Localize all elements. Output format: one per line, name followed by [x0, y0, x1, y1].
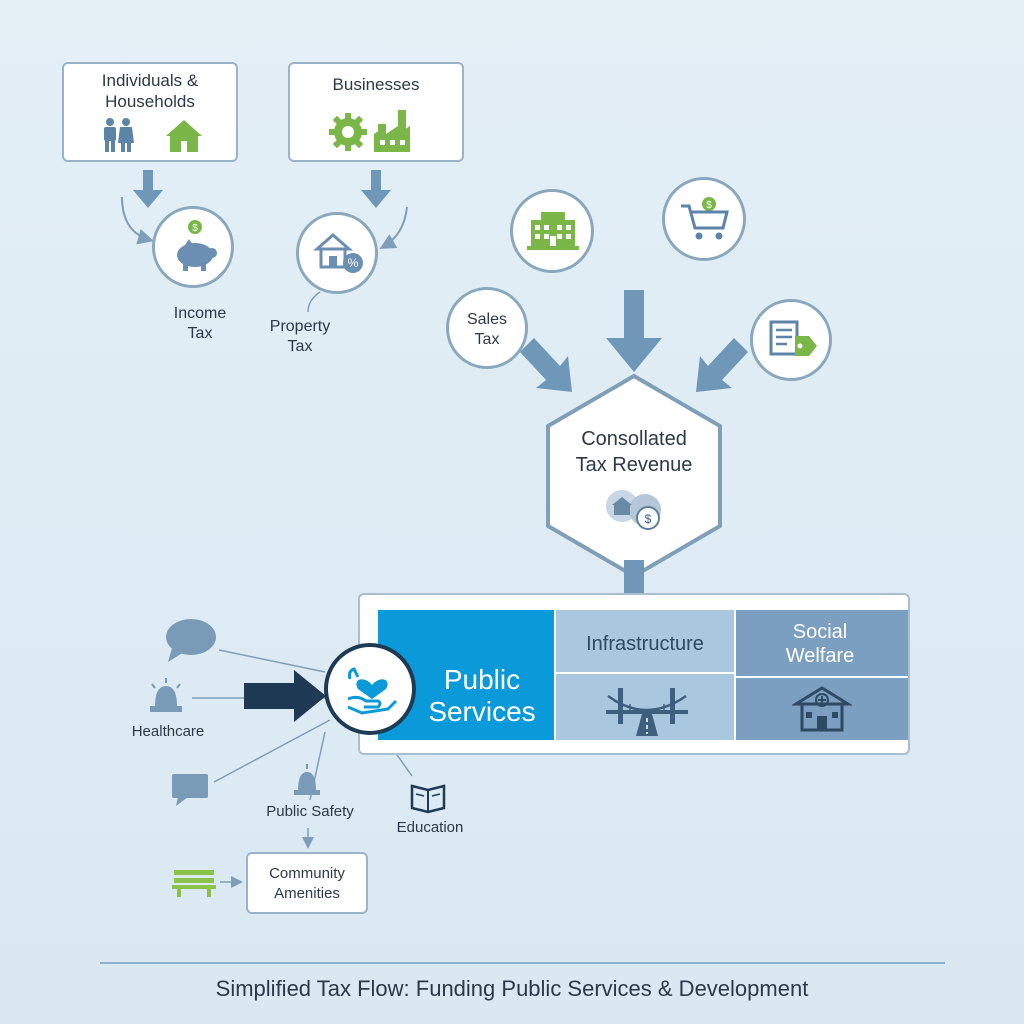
line-chat-bottom	[213, 719, 331, 783]
public-services-hub-circle	[324, 643, 416, 735]
chat-bottom-icon	[172, 774, 208, 806]
bench-icon	[172, 870, 216, 897]
social-welfare-cell: Social Welfare	[736, 610, 908, 676]
sales-tax-circle: Sales Tax	[446, 287, 528, 369]
education-label: Education	[396, 819, 464, 836]
receipt-tag-icon	[769, 320, 817, 356]
sales-tax-label: Sales Tax	[466, 311, 508, 348]
alarm-icon-healthcare	[150, 678, 182, 712]
coins-icon: $	[606, 490, 661, 530]
arrow-hub-center	[606, 290, 662, 372]
alarm-icon-public-safety	[294, 764, 320, 795]
tick-property	[307, 291, 321, 313]
receipt-tag-circle	[750, 299, 832, 381]
gear-factory-icon	[329, 110, 410, 152]
arrow-hub-left	[520, 338, 572, 392]
arrow-hub-right	[696, 338, 748, 392]
shopping-cart-icon: $	[681, 197, 729, 240]
caring-hands-icon	[347, 667, 398, 715]
svg-text:$: $	[645, 512, 652, 526]
svg-text:$: $	[192, 223, 198, 234]
social-welfare-icon-cell	[736, 678, 908, 740]
government-building-circle	[510, 189, 594, 273]
line-chat-top	[218, 649, 326, 673]
businesses-box: Businesses	[288, 62, 464, 162]
infrastructure-icon-cell	[556, 674, 734, 740]
bridge-icon	[606, 688, 688, 736]
people-home-icon	[104, 118, 202, 152]
arrow-businesses-down	[361, 170, 391, 208]
community-amenities-box: Community Amenities	[246, 852, 368, 914]
shopping-cart-circle: $	[662, 177, 746, 261]
healthcare-label: Healthcare	[131, 723, 205, 740]
public-services-label: Public Services	[428, 664, 536, 727]
piggy-bank-icon: $	[177, 220, 217, 271]
chat-top-icon	[166, 619, 216, 662]
house-percent-icon: %	[313, 233, 363, 273]
svg-text:%: %	[348, 256, 359, 270]
infrastructure-cell: Infrastructure	[556, 610, 734, 672]
income-tax-circle: $	[152, 206, 234, 288]
individuals-households-box: Individuals & Households	[62, 62, 238, 162]
curve-property	[379, 206, 408, 249]
individuals-households-label: Individuals & Households	[101, 71, 199, 111]
bank-building-icon	[527, 212, 579, 250]
hub-title: Consollated Tax Revenue	[575, 428, 693, 476]
svg-text:$: $	[706, 200, 712, 211]
community-amenities-label: Community Amenities	[269, 865, 345, 902]
public-safety-label: Public Safety	[266, 803, 354, 820]
income-tax-label: Income Tax	[173, 305, 227, 342]
footer-divider	[100, 962, 945, 964]
hospital-icon	[792, 686, 852, 732]
arrow-public-services	[244, 670, 326, 722]
social-welfare-label: Social Welfare	[785, 621, 855, 667]
arrow-individuals-down	[133, 170, 163, 208]
infrastructure-label: Infrastructure	[586, 633, 704, 655]
property-tax-circle: %	[296, 212, 378, 294]
property-tax-label: Property Tax	[269, 318, 331, 355]
businesses-label: Businesses	[332, 75, 420, 94]
curve-income	[121, 196, 154, 245]
book-icon	[410, 784, 446, 814]
diagram-caption: Simplified Tax Flow: Funding Public Serv…	[215, 976, 809, 1001]
